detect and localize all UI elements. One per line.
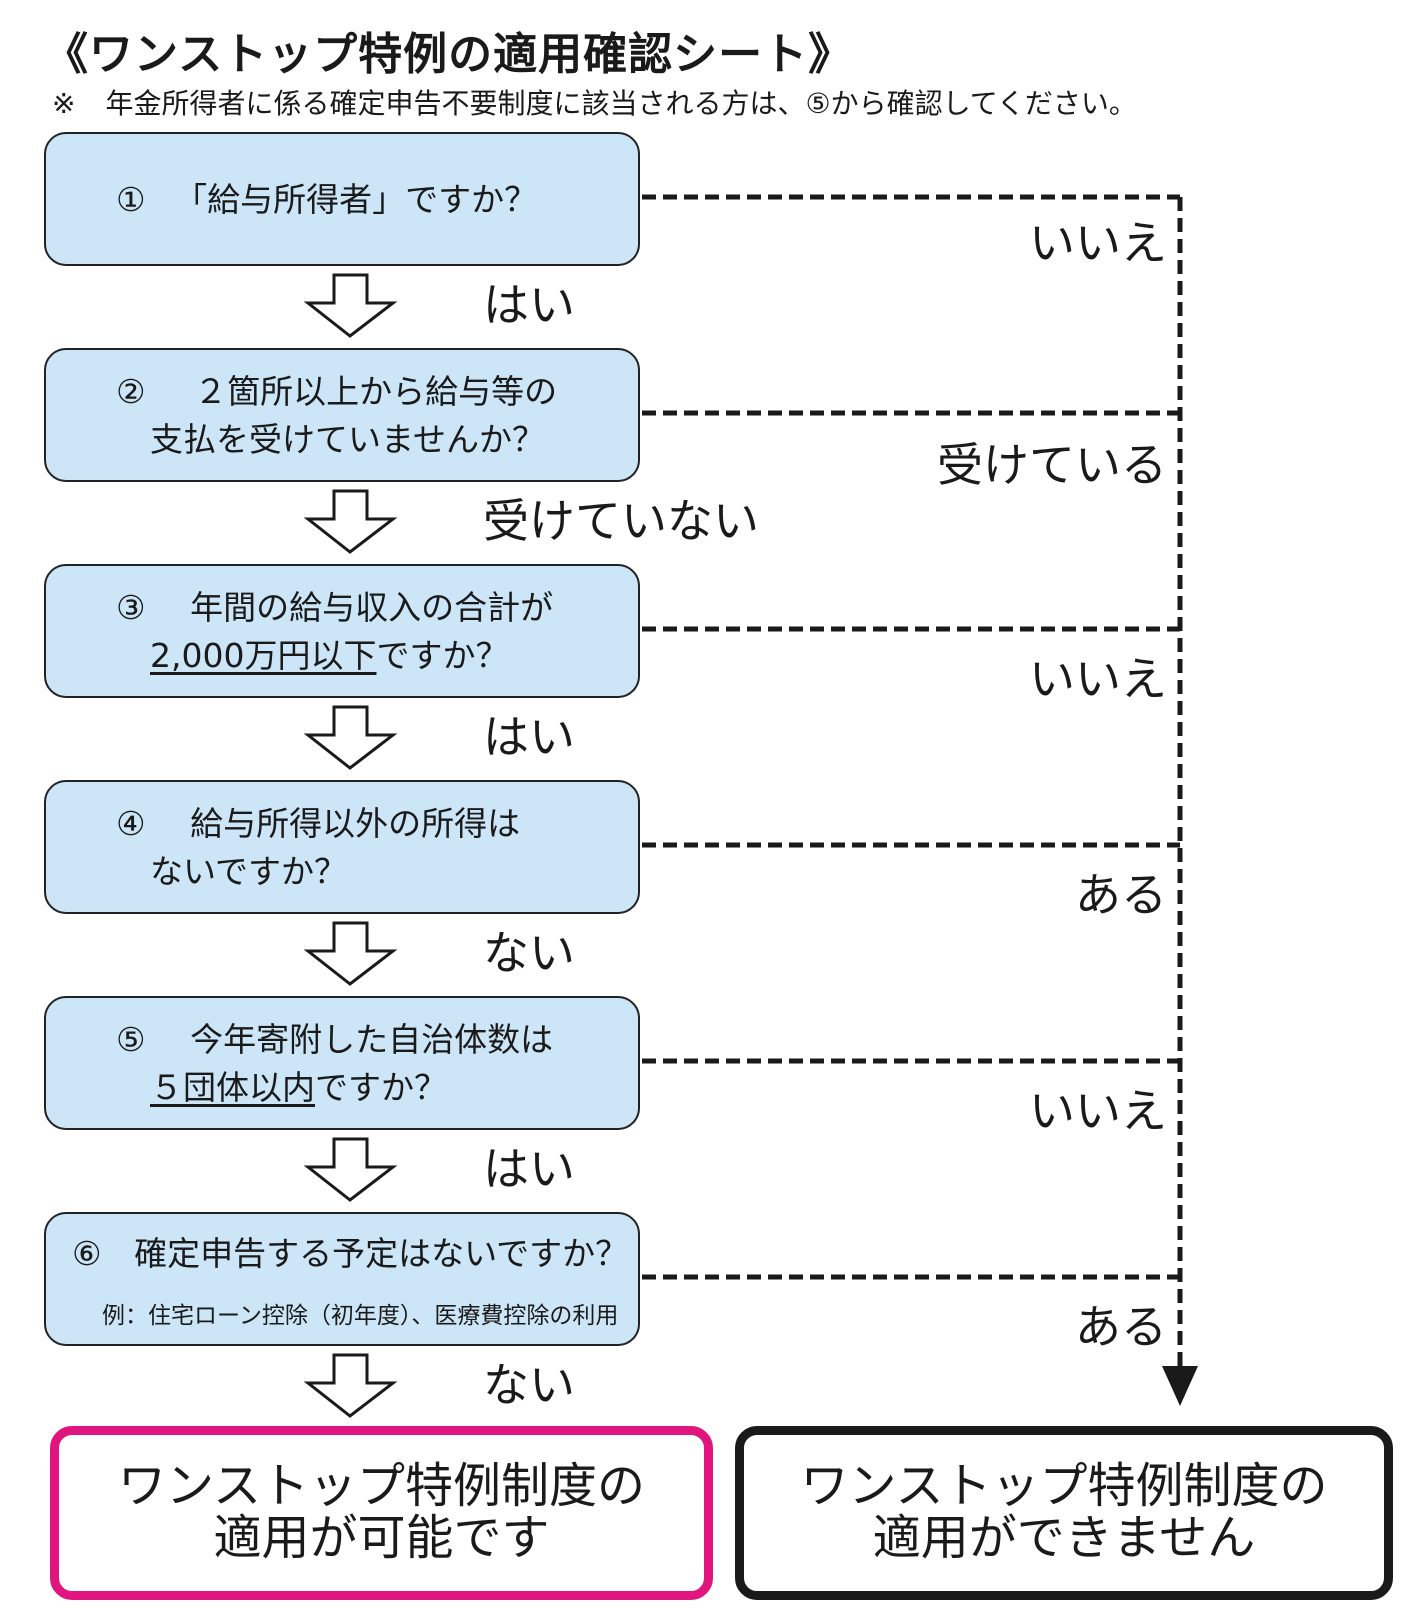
- result-eligible-line2: 適用が可能です: [213, 1510, 550, 1566]
- question-text: 給与所得以外の所得は: [190, 804, 521, 843]
- no-path-arrowhead: [1162, 1366, 1198, 1406]
- note-text: 年金所得者に係る確定申告不要制度に該当される方は、⑤から確認してください。: [105, 87, 1137, 120]
- question-text-line2: ですか？: [315, 1068, 447, 1107]
- yes-label-6: ない: [483, 1358, 575, 1412]
- question-box-4: ④ 給与所得以外の所得は ないですか？: [44, 780, 640, 914]
- question-box-5: ⑤ 今年寄附した自治体数は ５団体以内ですか？: [44, 996, 640, 1130]
- question-number: ②: [116, 372, 146, 411]
- result-not-eligible: ワンストップ特例制度の 適用ができません: [735, 1426, 1393, 1600]
- question-box-1: ① 「給与所得者」ですか？: [44, 132, 640, 266]
- result-not-eligible-line1: ワンストップ特例制度の: [800, 1458, 1328, 1515]
- question-threshold: 2,000万円以下: [150, 636, 377, 675]
- down-arrow-4: [303, 921, 398, 986]
- result-eligible: ワンストップ特例制度の 適用が可能です: [50, 1426, 713, 1600]
- note: ※ 年金所得者に係る確定申告不要制度に該当される方は、⑤から確認してください。: [52, 82, 1137, 122]
- no-label-6: ある: [1075, 1300, 1167, 1354]
- yes-label-3: はい: [483, 710, 575, 764]
- question-text: 確定申告する予定はないですか？: [134, 1234, 629, 1273]
- down-arrow-6: [303, 1353, 398, 1418]
- no-label-4: ある: [1075, 868, 1167, 922]
- question-box-6: ⑥ 確定申告する予定はないですか？ 例：住宅ローン控除（初年度）、医療費控除の利…: [44, 1212, 640, 1346]
- question-number: ①: [116, 180, 146, 219]
- question-example: 例：住宅ローン控除（初年度）、医療費控除の利用: [102, 1303, 619, 1329]
- result-eligible-line1: ワンストップ特例制度の: [117, 1458, 646, 1515]
- down-arrow-1: [303, 273, 398, 338]
- question-text-line2: ないですか？: [150, 852, 348, 891]
- question-box-3: ③ 年間の給与収入の合計が 2,000万円以下ですか？: [44, 564, 640, 698]
- no-label-1: いいえ: [1029, 216, 1167, 270]
- question-text: 「給与所得者」ですか？: [174, 180, 538, 219]
- question-text-line2: 支払を受けていませんか？: [150, 420, 546, 459]
- question-number: ④: [116, 804, 146, 843]
- no-label-5: いいえ: [1029, 1084, 1167, 1138]
- question-text: 今年寄附した自治体数は: [190, 1020, 554, 1059]
- question-number: ③: [116, 588, 146, 627]
- yes-label-1: はい: [483, 278, 575, 332]
- question-text-line2: ですか？: [376, 636, 509, 675]
- no-label-2: 受けている: [937, 438, 1167, 492]
- down-arrow-2: [303, 489, 398, 554]
- question-number: ⑥: [72, 1234, 102, 1273]
- page-title: 《ワンストップ特例の適用確認シート》: [44, 29, 854, 80]
- yes-label-2: 受けていない: [483, 494, 759, 548]
- question-text: ２箇所以上から給与等の: [194, 372, 558, 411]
- down-arrow-5: [303, 1137, 398, 1202]
- question-text: 年間の給与収入の合計が: [190, 588, 554, 627]
- down-arrow-3: [303, 705, 398, 770]
- note-mark: ※: [52, 87, 76, 120]
- question-threshold: ５団体以内: [150, 1068, 315, 1107]
- question-box-2: ② ２箇所以上から給与等の 支払を受けていませんか？: [44, 348, 640, 482]
- question-number: ⑤: [116, 1020, 146, 1059]
- yes-label-5: はい: [483, 1142, 575, 1196]
- yes-label-4: ない: [483, 926, 575, 980]
- no-label-3: いいえ: [1029, 652, 1167, 706]
- result-not-eligible-line2: 適用ができません: [872, 1510, 1256, 1566]
